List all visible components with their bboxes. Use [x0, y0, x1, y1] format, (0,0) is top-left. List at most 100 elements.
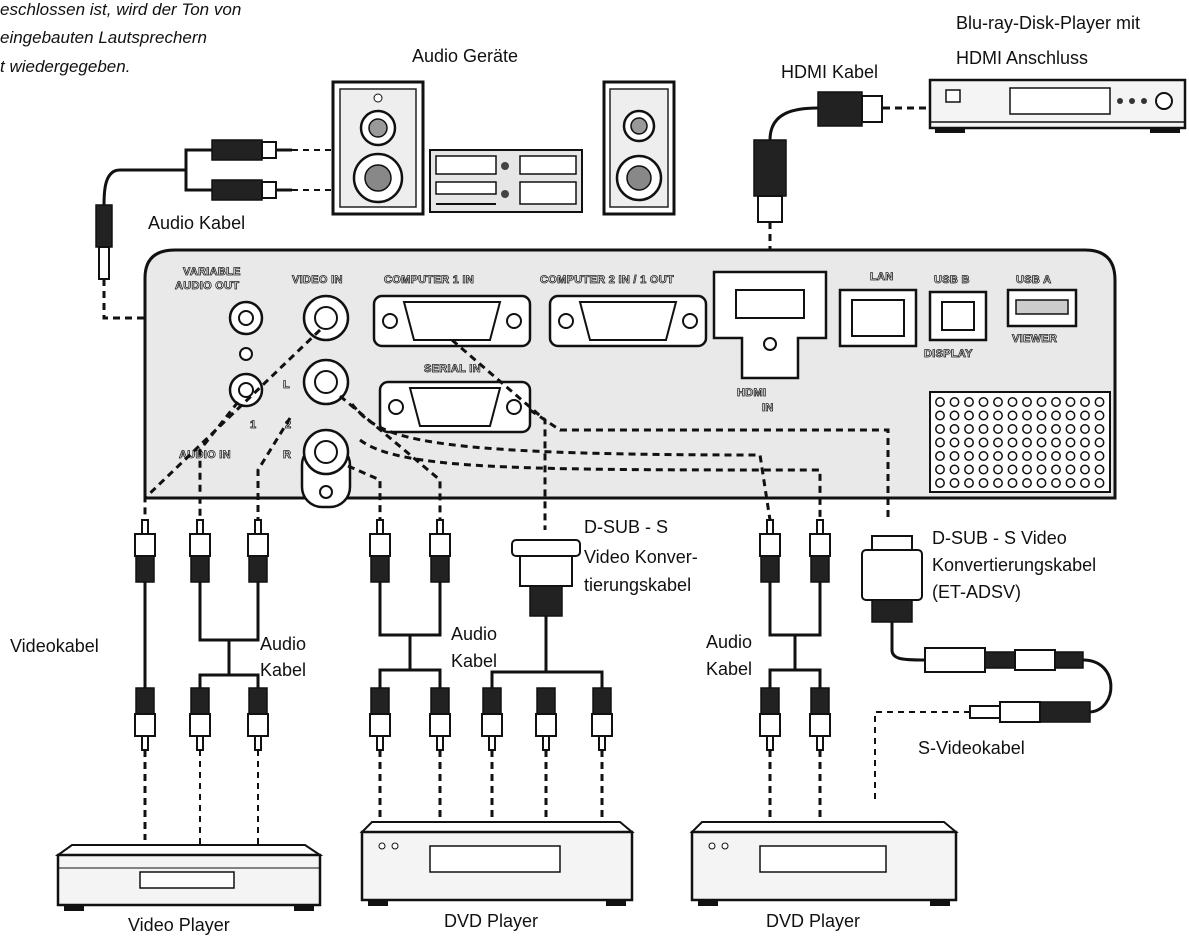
- rca-plug: [429, 519, 451, 583]
- vent-hole: [935, 410, 945, 421]
- panel-audio-out-label: AUDIO OUT: [175, 280, 239, 292]
- audio-cable-2-label-line-2: Kabel: [451, 651, 497, 671]
- note-line-2: eingebauten Lautsprechern: [0, 28, 207, 47]
- vent-hole: [949, 451, 960, 461]
- vent-hole: [1080, 451, 1090, 461]
- rca-plug: [134, 519, 156, 583]
- computer2-in-port: [548, 294, 708, 348]
- panel-display-label: DISPLAY: [924, 348, 973, 360]
- audio-cable-3-label-line-1: Audio: [706, 632, 752, 652]
- vent-hole: [1051, 437, 1061, 448]
- vent-hole: [993, 478, 1003, 488]
- vent-hole: [964, 451, 974, 461]
- vent-hole: [978, 410, 989, 421]
- cable-assemblies: [134, 519, 831, 845]
- vent-hole: [978, 451, 989, 461]
- dvd2-r-link: [359, 438, 822, 520]
- panel-l-label: L: [283, 379, 290, 391]
- panel-2-label: 2: [285, 419, 291, 431]
- rca-plug: [759, 687, 781, 751]
- audio-cable-1-label-line-1: Audio: [260, 634, 306, 654]
- rca-plug: [591, 687, 613, 751]
- bluray-label-line-2: HDMI Anschluss: [956, 48, 1088, 68]
- lan-port: [838, 288, 918, 348]
- dsub-right-label-line-1: D-SUB - S Video: [932, 528, 1067, 548]
- vent-hole: [1051, 397, 1061, 407]
- rca-plug: [535, 687, 557, 751]
- vent-hole: [1022, 478, 1032, 488]
- rca-plug: [429, 687, 451, 751]
- vent-hole: [1094, 451, 1105, 461]
- cable-line: [378, 582, 442, 637]
- vent-hole: [1022, 464, 1032, 475]
- audio-speaker-left: [331, 80, 425, 216]
- audio-cable-top: [95, 139, 292, 280]
- audio1-left-link: [198, 401, 240, 520]
- panel-variable-label: VARIABLE: [183, 266, 241, 278]
- panel-computer1-label: COMPUTER 1 IN: [384, 274, 474, 286]
- vent-hole: [1036, 451, 1047, 461]
- audio-cable-2-label-line-1: Audio: [451, 624, 497, 644]
- panel-lan-label: LAN: [870, 271, 894, 283]
- vent-hole: [1080, 437, 1090, 448]
- vent-hole: [1080, 410, 1090, 421]
- audio-cable-3-label-line-2: Kabel: [706, 659, 752, 679]
- audio-in-1-port: [228, 347, 264, 408]
- vent-hole: [978, 464, 989, 475]
- rca-plug: [481, 687, 503, 751]
- vent-hole: [949, 410, 960, 421]
- vent-hole: [993, 464, 1003, 475]
- vent-hole: [1080, 424, 1090, 434]
- audio-in-r-port: [300, 428, 352, 509]
- vent-hole: [1022, 410, 1032, 421]
- cable-line: [198, 582, 260, 642]
- cable-line: [378, 668, 442, 688]
- vent-hole: [935, 397, 945, 407]
- panel-hdmi-in-label: IN: [762, 402, 774, 414]
- cable-line: [198, 673, 260, 688]
- vent-hole: [1036, 424, 1047, 434]
- vent-hole: [1007, 478, 1018, 488]
- vent-hole: [935, 451, 945, 461]
- bluray-player-icon: [928, 78, 1187, 133]
- audio-devices-label: Audio Geräte: [412, 46, 518, 66]
- vent-hole: [1094, 410, 1105, 421]
- vent-hole: [978, 437, 989, 448]
- vent-hole: [1036, 397, 1047, 407]
- note-line-1: eschlossen ist, wird der Ton von: [0, 0, 241, 19]
- audio-speaker-right: [602, 80, 676, 216]
- dsub-right-label-line-2: Konvertierungskabel: [932, 555, 1096, 575]
- vent-hole: [935, 478, 945, 488]
- rca-plug: [759, 519, 781, 583]
- vent-hole: [978, 424, 989, 434]
- rca-plug: [189, 687, 211, 751]
- vent-hole: [964, 437, 974, 448]
- video-player-icon: [54, 844, 324, 911]
- vent-hole: [1065, 478, 1076, 488]
- panel-hdmi-label: HDMI: [737, 387, 766, 399]
- video-link: [143, 328, 322, 520]
- panel-1-label: 1: [250, 419, 256, 431]
- cable-line: [768, 582, 822, 637]
- vent-hole: [978, 397, 989, 407]
- vent-hole: [1094, 437, 1105, 448]
- rca-plug: [809, 519, 831, 583]
- panel-serial-label: SERIAL IN: [424, 363, 481, 375]
- vent-hole: [1051, 478, 1061, 488]
- vent-hole: [1051, 464, 1061, 475]
- vent-hole: [964, 464, 974, 475]
- vent-hole: [949, 424, 960, 434]
- usb-b-port: [928, 290, 988, 342]
- vent-hole: [1094, 478, 1105, 488]
- rca-plug: [809, 687, 831, 751]
- vent-hole: [949, 478, 960, 488]
- vent-hole: [993, 424, 1003, 434]
- audio-cable-top-label: Audio Kabel: [148, 213, 245, 233]
- variable-audio-out-port: [228, 300, 264, 336]
- panel-video-in-label: VIDEO IN: [292, 274, 343, 286]
- vent-hole: [1051, 451, 1061, 461]
- vent-hole: [935, 424, 945, 434]
- serial-in-port: [378, 380, 532, 434]
- vent-hole: [1051, 410, 1061, 421]
- vent-hole: [1065, 424, 1076, 434]
